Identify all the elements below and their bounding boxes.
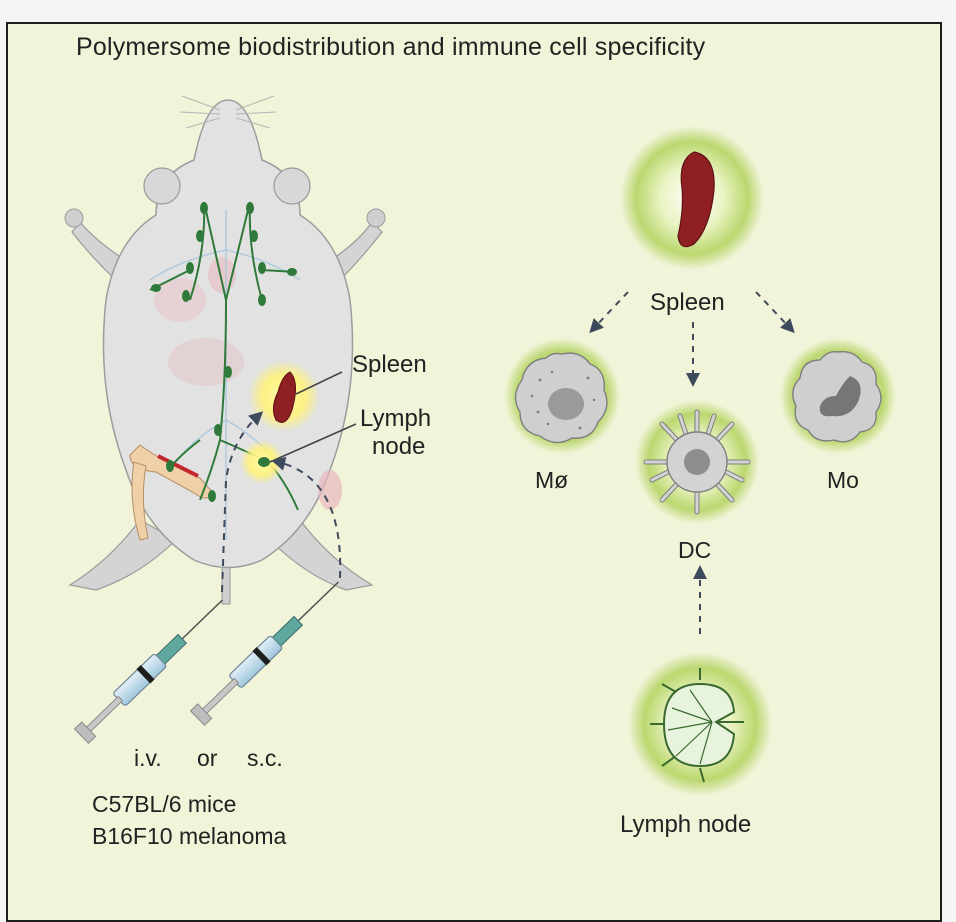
spleen-to-monocyte-arrow bbox=[755, 291, 795, 334]
lymph-node-organ-label: Lymph node bbox=[620, 811, 752, 838]
mouse-lymph-label-line1: Lymph bbox=[360, 405, 432, 432]
sc-syringe bbox=[189, 581, 340, 726]
mouse-spleen-label: Spleen bbox=[352, 351, 427, 378]
mouse-strain-label: C57BL/6 mice bbox=[92, 791, 237, 817]
spleen-organ-icon bbox=[620, 126, 764, 270]
dendritic-cell-icon bbox=[635, 400, 759, 524]
mouse-illustration bbox=[64, 95, 386, 605]
iv-route-arrow bbox=[221, 411, 264, 593]
monocyte-label: Mo bbox=[827, 467, 859, 493]
or-label: or bbox=[197, 745, 218, 771]
iv-label: i.v. bbox=[134, 745, 162, 771]
monocyte-cell-icon bbox=[780, 338, 896, 454]
spleen-organ-label: Spleen bbox=[650, 289, 725, 316]
mouse-lymph-label-line2: node bbox=[372, 433, 426, 460]
sc-label: s.c. bbox=[247, 745, 283, 771]
iv-syringe bbox=[73, 599, 224, 744]
lymph-node-leader-line bbox=[269, 423, 357, 463]
spleen-to-macrophage-arrow bbox=[589, 291, 629, 334]
dendritic-cell-label: DC bbox=[678, 537, 712, 563]
tumor-model-label: B16F10 melanoma bbox=[92, 823, 287, 849]
spleen-leader-line bbox=[295, 371, 343, 395]
figure-title: Polymersome biodistribution and immune c… bbox=[76, 33, 706, 61]
macrophage-label: Mø bbox=[535, 467, 569, 493]
macrophage-cell-icon bbox=[504, 338, 620, 454]
diagram-canvas bbox=[64, 95, 896, 796]
lymph-node-icon bbox=[628, 652, 772, 796]
sc-route-arrow bbox=[271, 456, 342, 579]
